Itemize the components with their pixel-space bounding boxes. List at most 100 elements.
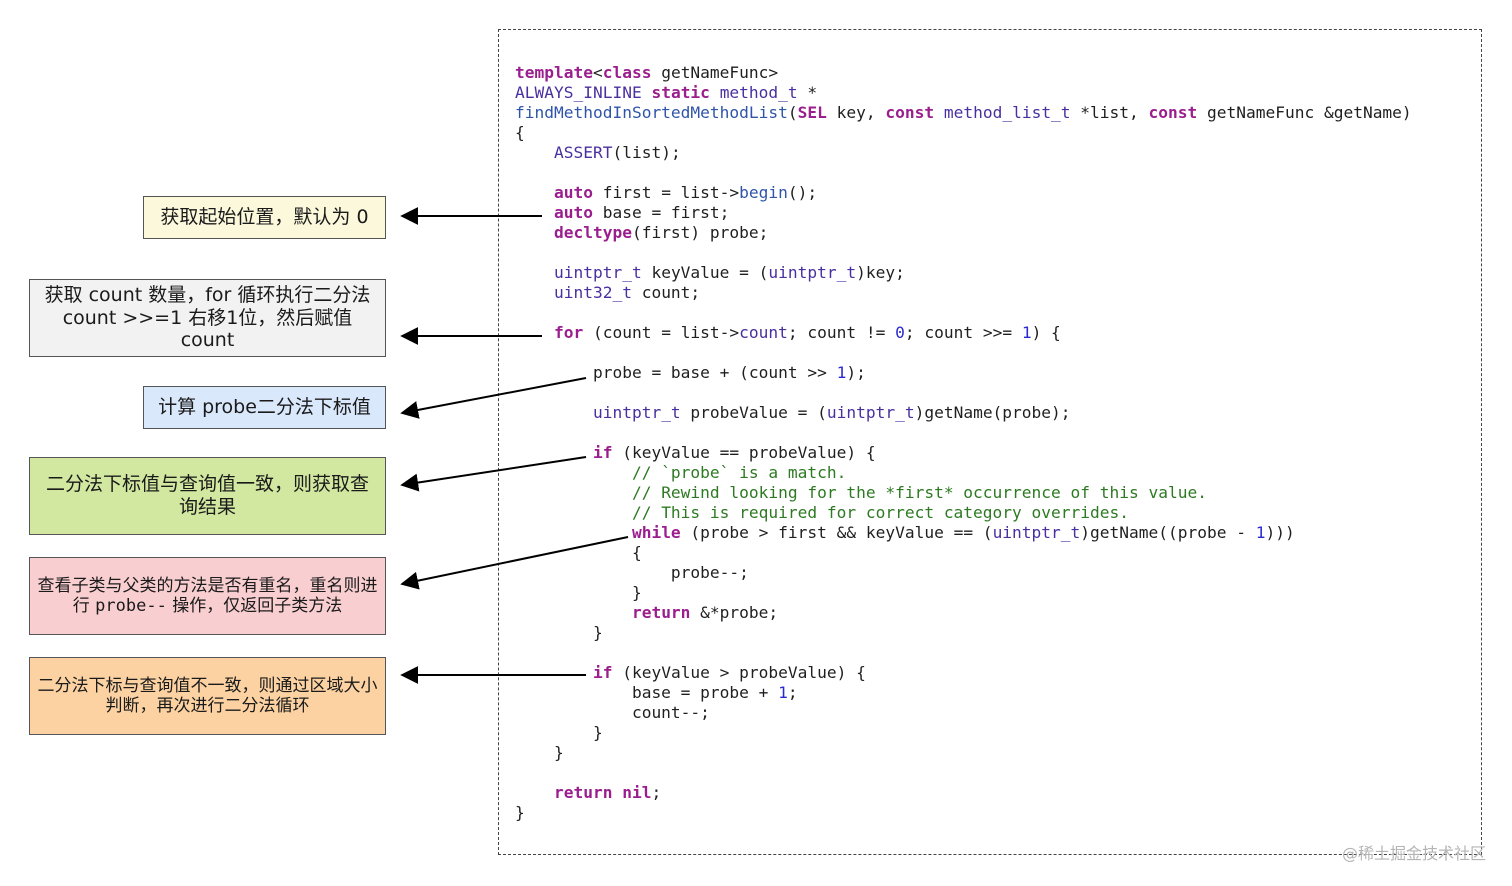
arrow-4 xyxy=(400,456,587,492)
annotation-text-line-2: 判断，再次进行二分法循环 xyxy=(105,696,310,716)
code-token: 1 xyxy=(1021,323,1032,342)
code-token: const xyxy=(1148,103,1198,122)
code-token: 1 xyxy=(1255,523,1266,542)
code-token: key, xyxy=(826,103,886,122)
code-token: (count = list-> xyxy=(583,323,740,342)
code-line: decltype(first) probe; xyxy=(515,223,1412,243)
code-token: method_list_t xyxy=(943,103,1071,122)
code-token: 1 xyxy=(778,683,788,702)
code-token: if xyxy=(592,663,613,682)
code-token: auto xyxy=(553,203,593,222)
code-token: )getName(probe); xyxy=(914,403,1071,422)
annotation-start-position: 获取起始位置，默认为 0 xyxy=(143,196,386,239)
code-token: return xyxy=(553,783,613,802)
code-line: } xyxy=(515,743,1412,763)
code-token: getNameFunc &getName) xyxy=(1197,103,1412,122)
code-token: uintptr_t xyxy=(553,263,642,282)
code-token: ASSERT xyxy=(553,143,613,162)
code-line: } xyxy=(515,623,1412,643)
code-token: ALWAYS_INLINE xyxy=(515,83,642,102)
annotation-probe-index: 计算 probe二分法下标值 xyxy=(143,386,386,429)
annotation-category-override: 查看子类与父类的方法是否有重名，重名则进 行 probe-- 操作，仅返回子类方… xyxy=(29,557,386,635)
code-token: nil xyxy=(622,783,652,802)
code-line: // `probe` is a match. xyxy=(515,463,1412,483)
code-token: )getName((probe - xyxy=(1080,523,1256,542)
code-line: // This is required for correct category… xyxy=(515,503,1412,523)
code-line: if (keyValue > probeValue) { xyxy=(515,663,1412,683)
code-line: } xyxy=(515,583,1412,603)
code-line: for (count = list->count; count != 0; co… xyxy=(515,323,1412,343)
annotation-text: 计算 probe二分法下标值 xyxy=(158,396,371,419)
code-line: auto first = list->begin(); xyxy=(515,183,1412,203)
code-token: uintptr_t xyxy=(826,403,915,422)
code-token: // This is required for correct category… xyxy=(631,503,1129,522)
code-line: { xyxy=(515,123,1412,143)
code-line: { xyxy=(515,543,1412,563)
code-token: findMethodInSortedMethodList xyxy=(515,103,788,122)
code-line: } xyxy=(515,723,1412,743)
code-block: template<class getNameFunc>ALWAYS_INLINE… xyxy=(515,63,1412,823)
code-token: getNameFunc> xyxy=(651,63,779,82)
code-token: uintptr_t xyxy=(592,403,681,422)
code-token: } xyxy=(515,623,603,642)
code-line: findMethodInSortedMethodList(SEL key, co… xyxy=(515,103,1412,123)
code-token: { xyxy=(515,543,642,562)
code-line: uintptr_t probeValue = (uintptr_t)getNam… xyxy=(515,403,1412,423)
code-token: * xyxy=(797,83,818,102)
code-token: count; xyxy=(631,283,701,302)
code-token: < xyxy=(592,63,603,82)
code-token: (list); xyxy=(612,143,681,162)
annotation-text-line-2: 行 probe-- 操作，仅返回子类方法 xyxy=(38,596,378,616)
arrow-5 xyxy=(400,536,629,590)
code-token: return xyxy=(631,603,691,622)
watermark: @稀土掘金技术社区 xyxy=(1341,844,1486,863)
code-line: ALWAYS_INLINE static method_t * xyxy=(515,83,1412,103)
annotation-text-line-2: 询结果 xyxy=(178,496,236,518)
code-token: 0 xyxy=(895,323,905,342)
code-token: begin xyxy=(739,183,788,202)
code-line: uintptr_t keyValue = (uintptr_t)key; xyxy=(515,263,1412,283)
code-token: probe--; xyxy=(515,563,749,582)
annotation-match-found: 二分法下标值与查询值一致，则获取查 询结果 xyxy=(29,457,386,535)
code-token: ); xyxy=(846,363,866,382)
annotation-count-loop: 获取 count 数量，for 循环执行二分法 count >>=1 右移1位，… xyxy=(29,279,386,357)
annotation-text: 获取起始位置，默认为 0 xyxy=(160,206,369,229)
code-token: } xyxy=(515,743,564,762)
code-line: auto base = first; xyxy=(515,203,1412,223)
code-token: base = probe + xyxy=(515,683,779,702)
code-token: (keyValue == probeValue) { xyxy=(612,443,876,462)
code-line: // Rewind looking for the *first* occurr… xyxy=(515,483,1412,503)
code-token: uintptr_t xyxy=(768,263,857,282)
code-token: base = first; xyxy=(592,203,730,222)
code-token: while xyxy=(631,523,681,542)
annotation-text-part: 操作，仅返回子类方法 xyxy=(166,596,343,616)
annotation-text-line-1: 二分法下标与查询值不一致，则通过区域大小 xyxy=(37,675,378,696)
code-token: ( xyxy=(787,103,798,122)
code-token: { xyxy=(515,123,525,142)
annotation-no-match: 二分法下标与查询值不一致，则通过区域大小 判断，再次进行二分法循环 xyxy=(29,657,386,735)
code-line: probe--; xyxy=(515,563,1412,583)
code-token: static xyxy=(651,83,710,102)
code-token: )key; xyxy=(856,263,905,282)
code-token: SEL xyxy=(797,103,827,122)
annotation-text-line-1: 二分法下标值与查询值一致，则获取查 xyxy=(45,473,369,496)
annotation-code-snippet: probe-- xyxy=(95,596,167,616)
code-token: class xyxy=(602,63,652,82)
code-token: probeValue = ( xyxy=(680,403,827,422)
code-line: return &*probe; xyxy=(515,603,1412,623)
code-line: count--; xyxy=(515,703,1412,723)
code-token: (first) probe; xyxy=(631,223,769,242)
annotation-text-line-1: 获取 count 数量，for 循环执行二分法 xyxy=(44,283,371,306)
code-token: *list, xyxy=(1070,103,1149,122)
code-token: // `probe` is a match. xyxy=(631,463,847,482)
code-token: (); xyxy=(787,183,818,202)
code-token: } xyxy=(515,583,642,602)
code-token: (keyValue > probeValue) { xyxy=(612,663,866,682)
code-line: ASSERT(list); xyxy=(515,143,1412,163)
code-token: ) { xyxy=(1031,323,1061,342)
code-line: } xyxy=(515,803,1412,823)
code-token: keyValue = ( xyxy=(641,263,769,282)
code-token: ; count != xyxy=(787,323,896,342)
code-token: for xyxy=(553,323,584,342)
